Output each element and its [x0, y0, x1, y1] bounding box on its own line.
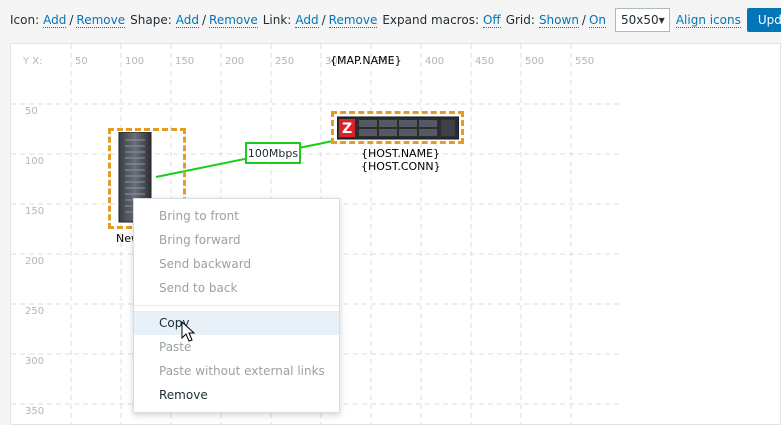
expand-macros-group: Expand macros: Off [382, 12, 501, 28]
x-tick-label: 200 [225, 56, 245, 67]
expand-macros-label: Expand macros: [382, 13, 479, 27]
shape-remove-link[interactable]: Remove [209, 12, 258, 28]
x-tick-label: 50 [75, 56, 88, 67]
expand-macros-toggle[interactable]: Off [482, 12, 501, 28]
icon-group: Icon: Add / Remove [10, 12, 126, 28]
icon-label: Icon: [10, 13, 40, 27]
x-tick-label: 250 [275, 56, 295, 67]
grid-label: Grid: [505, 13, 535, 27]
x-tick-label: 350 [375, 56, 395, 67]
menu-item-paste-without-links[interactable]: Paste without external links [159, 364, 325, 378]
shape-add-link[interactable]: Add [175, 12, 199, 28]
grid-snap-toggle[interactable]: On [588, 12, 607, 28]
host-name-label: {HOST.NAME} [361, 147, 441, 160]
x-tick-label: 450 [475, 56, 495, 67]
separator: / [321, 13, 326, 27]
menu-item-remove[interactable]: Remove [159, 388, 208, 402]
host-conn-label: {HOST.CONN} [361, 160, 441, 173]
link-label-text: 100Mbps [247, 146, 299, 160]
link-add-link[interactable]: Add [295, 12, 319, 28]
rack-server-icon[interactable]: Z [337, 116, 459, 140]
menu-item-send-backward[interactable]: Send backward [159, 257, 252, 271]
grid-size-value: 50x50 [621, 13, 659, 27]
menu-item-bring-forward[interactable]: Bring forward [159, 233, 241, 247]
menu-item-copy[interactable]: Copy [134, 311, 339, 335]
x-tick-label: 150 [175, 56, 195, 67]
align-icons-link[interactable]: Align icons [675, 12, 741, 28]
toolbar: Icon: Add / Remove Shape: Add / Remove L… [0, 0, 781, 40]
separator: / [201, 13, 207, 27]
grid-lines [11, 44, 621, 424]
grid-shown-toggle[interactable]: Shown [538, 12, 579, 28]
y-tick-label: 250 [25, 306, 45, 317]
grid-group: Grid: Shown / On [505, 12, 607, 28]
menu-item-paste[interactable]: Paste [159, 340, 192, 354]
y-tick-label: 300 [25, 356, 45, 367]
y-tick-label: 150 [25, 206, 45, 217]
y-tick-label: 350 [25, 406, 45, 417]
shape-group: Shape: Add / Remove [130, 13, 258, 28]
map-link-label[interactable]: 100Mbps [245, 142, 301, 164]
axis-corner-label: Y X: [23, 56, 43, 67]
map-title[interactable]: {MAP.NAME} [330, 54, 402, 67]
icon-add-link[interactable]: Add [43, 12, 67, 28]
x-tick-label: 300 [325, 56, 345, 67]
x-tick-label: 550 [575, 56, 595, 67]
y-tick-label: 100 [25, 156, 45, 167]
svg-text:Z: Z [342, 121, 352, 137]
selected-element-box[interactable] [331, 111, 464, 144]
link-remove-link[interactable]: Remove [328, 12, 378, 28]
menu-divider [134, 305, 339, 306]
map-canvas[interactable]: Y X: 50 100 150 200 250 300 350 400 450 … [10, 43, 781, 425]
context-menu: Bring to front Bring forward Send backwa… [133, 198, 340, 413]
update-button[interactable]: Update [746, 8, 781, 32]
menu-item-bring-to-front[interactable]: Bring to front [159, 209, 239, 223]
grid-size-select[interactable]: 50x50 ▼ [615, 8, 670, 32]
y-tick-label: 50 [25, 106, 38, 117]
link-group: Link: Add / Remove [263, 13, 378, 28]
shape-label: Shape: [130, 13, 172, 27]
menu-item-send-to-back[interactable]: Send to back [159, 281, 238, 295]
y-tick-label: 200 [25, 256, 45, 267]
host-labels[interactable]: {HOST.NAME} {HOST.CONN} [361, 147, 441, 173]
x-tick-label: 100 [125, 56, 145, 67]
icon-remove-link[interactable]: Remove [76, 12, 126, 28]
x-tick-label: 500 [525, 56, 545, 67]
separator: / [69, 13, 74, 27]
mouse-pointer-icon [181, 321, 195, 342]
separator: / [581, 13, 586, 27]
x-tick-label: 400 [425, 56, 445, 67]
chevron-down-icon: ▼ [658, 15, 665, 25]
link-label: Link: [262, 13, 292, 27]
